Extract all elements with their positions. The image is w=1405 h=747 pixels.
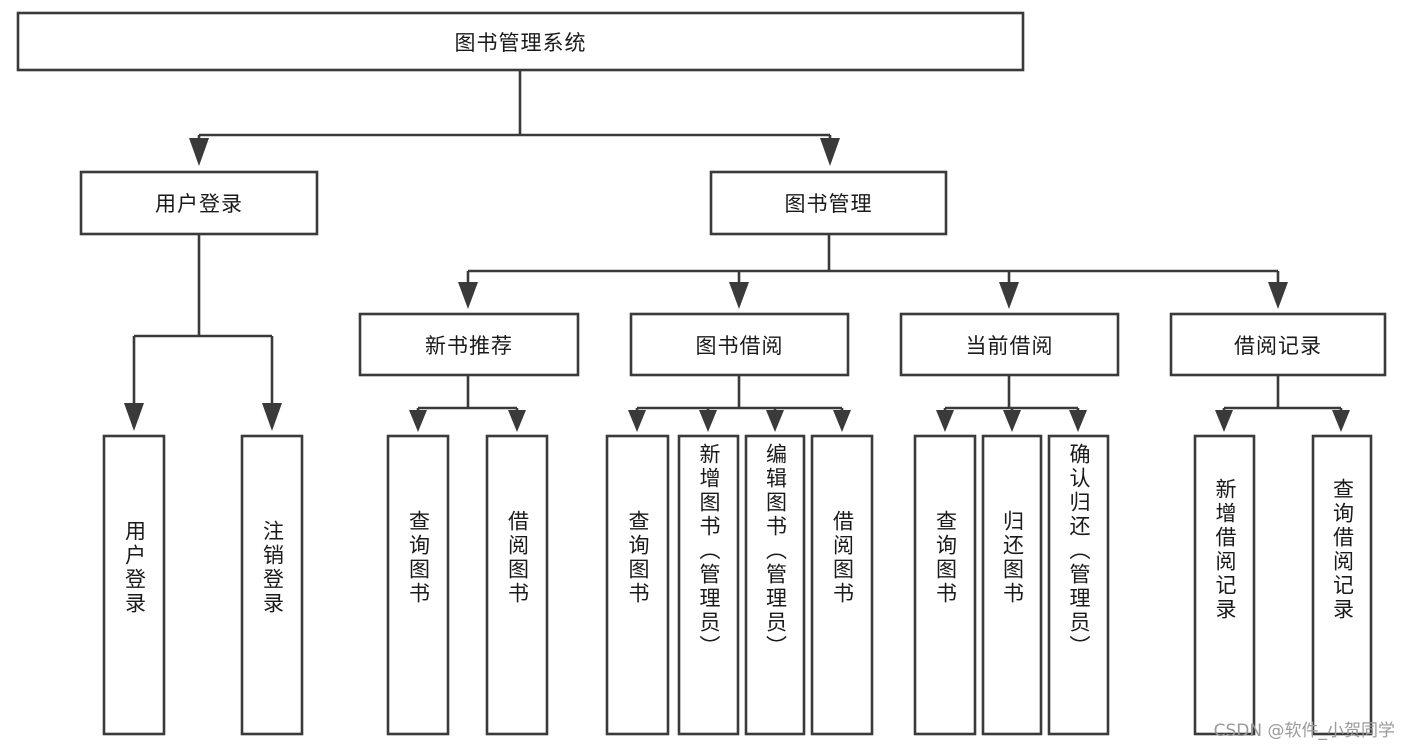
node-box-leaf-query-record[interactable] — [1311, 434, 1373, 736]
arrow-head-leaf-add-book — [699, 410, 717, 432]
arrow-head-leaf-add-record — [1215, 410, 1233, 432]
arrow-head-leaf-query-book-3 — [936, 410, 954, 432]
arrow-head-leaf-confirm-return — [1069, 410, 1087, 432]
node-box-borrow-record[interactable] — [1169, 312, 1387, 377]
node-box-root[interactable] — [16, 11, 1025, 72]
node-box-book-manage[interactable] — [709, 170, 948, 236]
node-box-leaf-user-logout[interactable] — [240, 434, 304, 736]
arrow-head-borrow-record — [1268, 282, 1288, 309]
arrow-head-leaf-borrow-book-2 — [833, 410, 851, 432]
watermark: CSDN @软件_小贺同学 — [1213, 721, 1395, 741]
node-box-leaf-query-book-2[interactable] — [605, 434, 670, 736]
node-box-leaf-return-book[interactable] — [981, 434, 1043, 736]
node-box-leaf-edit-book[interactable] — [744, 434, 806, 736]
arrow-head-leaf-user-login — [124, 403, 144, 431]
node-box-leaf-confirm-return[interactable] — [1047, 434, 1110, 736]
arrow-head-new-book-recommend — [458, 282, 478, 309]
node-box-leaf-user-login[interactable] — [102, 434, 166, 736]
arrow-head-book-manage — [820, 138, 840, 166]
node-box-leaf-query-book-1[interactable] — [386, 434, 450, 736]
node-box-leaf-borrow-book-2[interactable] — [810, 434, 874, 736]
arrow-head-leaf-return-book — [1003, 410, 1021, 432]
node-box-user-login[interactable] — [79, 170, 319, 236]
arrow-head-leaf-borrow-book-1 — [508, 410, 526, 432]
node-box-new-book-recommend[interactable] — [358, 312, 580, 377]
arrow-head-current-borrow — [999, 282, 1019, 309]
node-box-leaf-add-record[interactable] — [1193, 434, 1256, 736]
node-box-leaf-add-book[interactable] — [677, 434, 740, 736]
node-box-book-borrow[interactable] — [629, 312, 850, 377]
arrow-head-leaf-query-book-1 — [409, 410, 427, 432]
arrow-head-user-login — [189, 138, 209, 166]
arrow-head-leaf-user-logout — [262, 403, 282, 431]
arrow-head-leaf-edit-book — [766, 410, 784, 432]
arrow-head-book-borrow — [729, 282, 749, 309]
node-box-current-borrow[interactable] — [899, 312, 1120, 377]
arrow-head-leaf-query-book-2 — [628, 410, 646, 432]
node-box-leaf-borrow-book-1[interactable] — [485, 434, 549, 736]
node-box-leaf-query-book-3[interactable] — [913, 434, 977, 736]
arrow-head-leaf-query-record — [1332, 410, 1350, 432]
